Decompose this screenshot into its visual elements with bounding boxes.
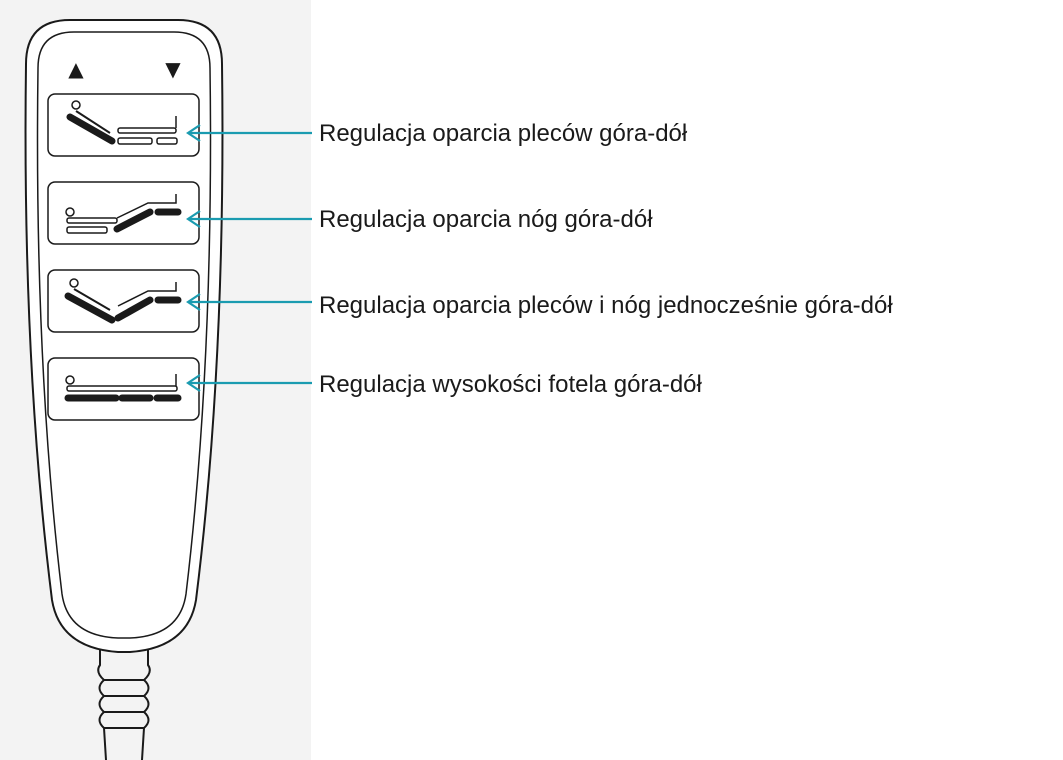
label-back-and-leg: Regulacja oparcia pleców i nóg jednocześ…: [319, 292, 893, 319]
label-legrest: Regulacja oparcia nóg góra-dół: [319, 206, 653, 233]
height-button[interactable]: [47, 357, 200, 421]
remote-body-outer: [24, 19, 224, 653]
callout-arrow-back-and-leg: [186, 293, 312, 311]
callout-arrow-backrest: [186, 124, 312, 142]
legrest-button[interactable]: [47, 181, 200, 245]
back-and-leg-adjust-icon: [64, 278, 182, 324]
callout-arrow-legrest: [186, 210, 312, 228]
remote-body-inner: [36, 31, 212, 639]
legrest-adjust-icon: [65, 194, 182, 234]
backrest-adjust-icon: [66, 100, 178, 145]
callout-arrows: [186, 124, 312, 392]
backrest-button[interactable]: [47, 93, 200, 157]
label-height: Regulacja wysokości fotela góra-dół: [319, 371, 702, 398]
down-arrow-icon: ▼: [165, 57, 181, 81]
label-backrest: Regulacja oparcia pleców góra-dół: [319, 120, 688, 147]
remote-cable: [97, 640, 151, 760]
up-arrow-icon: ▲: [68, 57, 84, 81]
callout-arrow-height: [186, 374, 312, 392]
height-adjust-icon: [64, 374, 182, 402]
back-and-leg-button[interactable]: [47, 269, 200, 333]
